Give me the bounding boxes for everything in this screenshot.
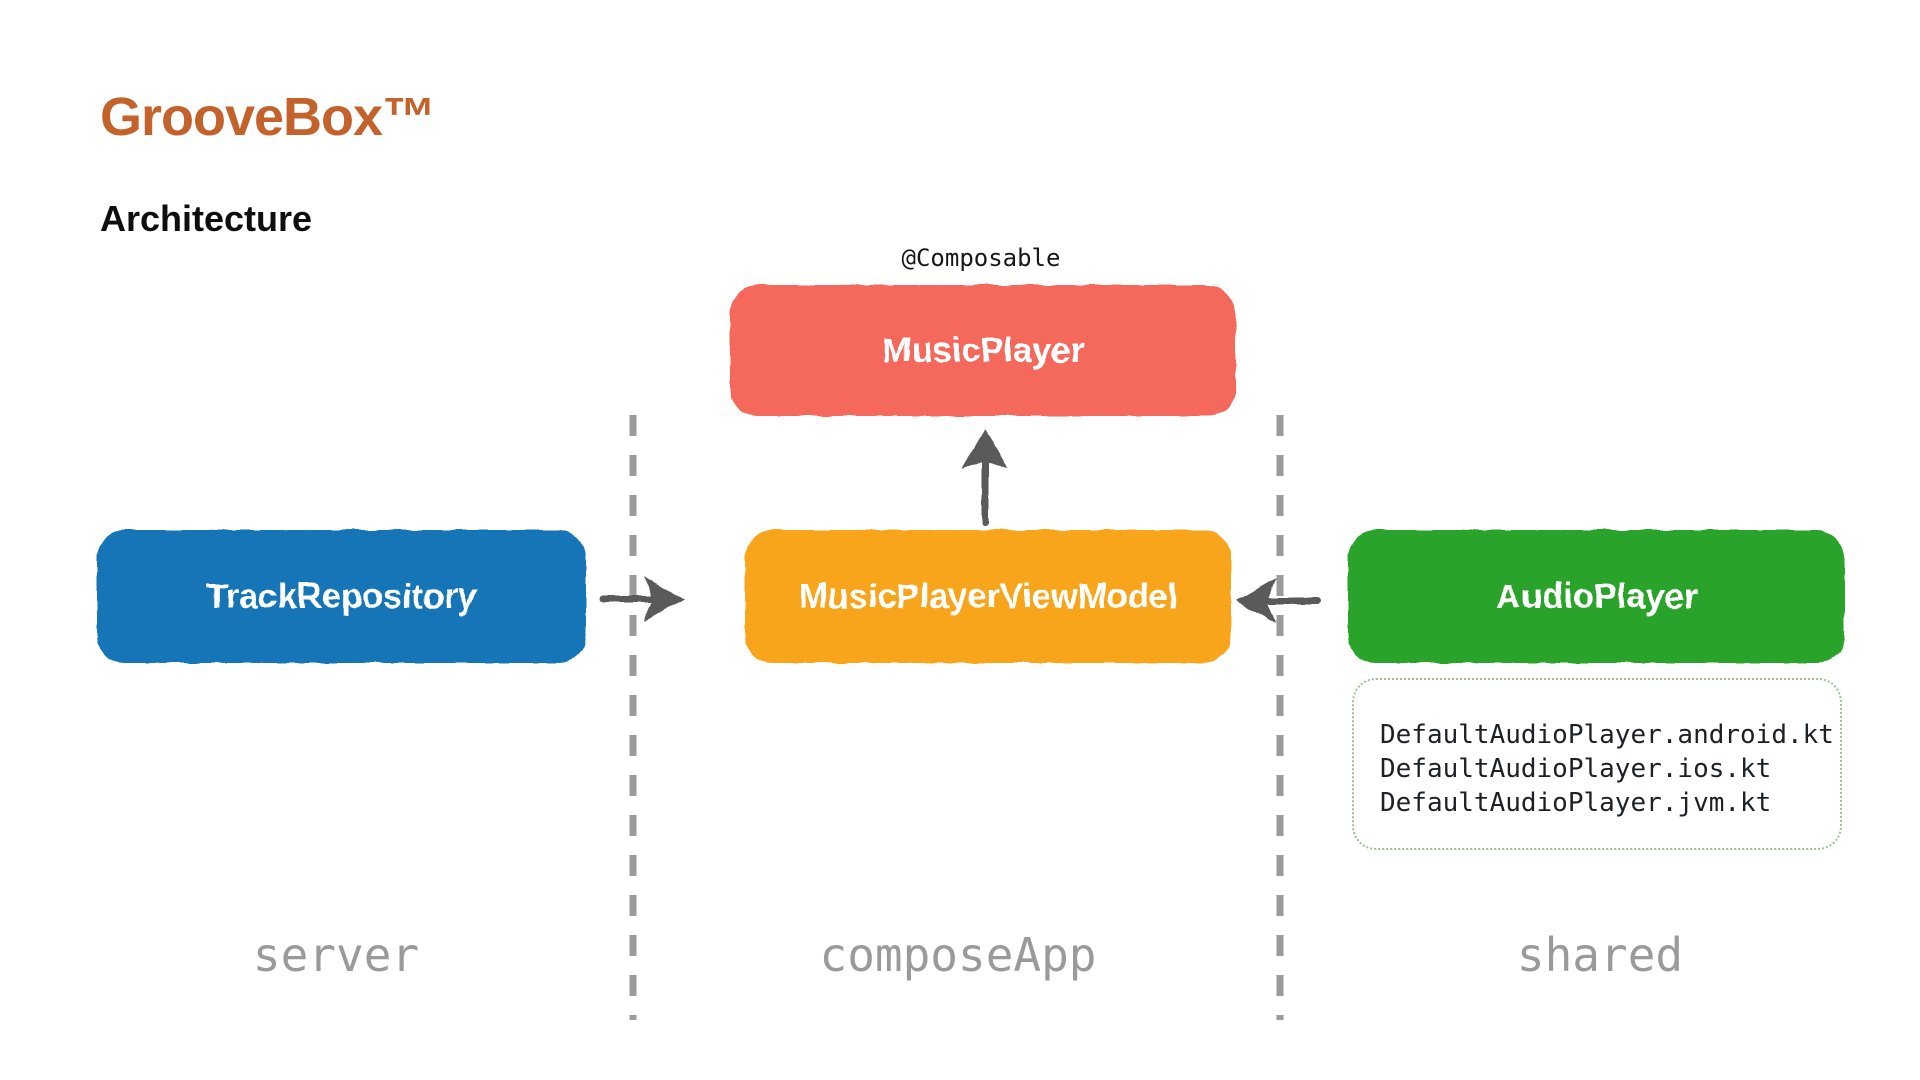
arrow-head — [961, 429, 1009, 469]
arrow-head — [1236, 577, 1277, 625]
composable-annotation: @Composable — [901, 244, 1061, 272]
file-item: DefaultAudioPlayer.android.kt — [1380, 720, 1834, 750]
brand-title: GrooveBox™ — [100, 87, 436, 147]
file-item: DefaultAudioPlayer.ios.kt — [1380, 754, 1772, 784]
node-label: AudioPlayer — [1496, 576, 1697, 616]
node-label: TrackRepository — [206, 576, 477, 616]
section-label-shared: shared — [1516, 928, 1684, 982]
platform-files-panel: DefaultAudioPlayer.android.kt DefaultAud… — [1352, 678, 1842, 850]
page-title: Architecture — [100, 198, 313, 239]
node-label: MusicPlayer — [882, 330, 1084, 370]
arrow-head — [643, 575, 684, 623]
arrow-trackrepository-to-viewmodel — [599, 575, 684, 623]
node-audioplayer: AudioPlayer — [1348, 530, 1845, 663]
node-musicplayer: MusicPlayer — [730, 285, 1236, 416]
file-item: DefaultAudioPlayer.jvm.kt — [1380, 788, 1772, 818]
node-musicplayerviewmodel: MusicPlayerViewModel — [745, 530, 1231, 663]
arrow-viewmodel-to-musicplayer — [961, 429, 1009, 526]
section-label-server: server — [252, 928, 420, 982]
arrow-audioplayer-to-viewmodel — [1236, 577, 1322, 625]
section-label-composeapp: composeApp — [819, 928, 1097, 982]
node-label: MusicPlayerViewModel — [798, 576, 1178, 616]
node-trackrepository: TrackRepository — [97, 530, 586, 663]
